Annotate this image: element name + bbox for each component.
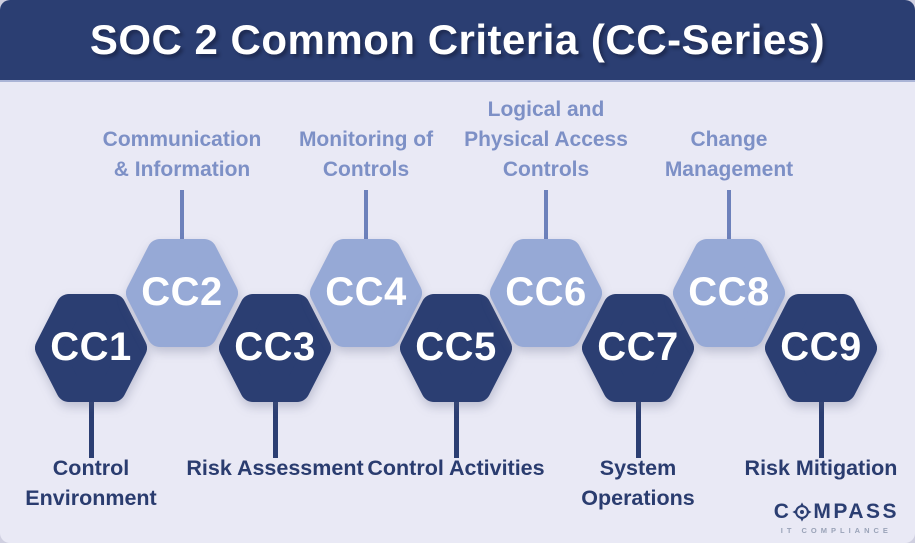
hexagon-shape	[310, 239, 422, 347]
compass-it-compliance-logo: C MPASS IT COMPLIANCE	[774, 500, 899, 535]
connector-line-cc5	[454, 400, 459, 458]
hexagon-cc3: CC3	[218, 293, 332, 403]
connector-line-cc4	[364, 190, 368, 244]
connector-line-cc6	[544, 190, 548, 244]
criteria-label-cc4: Monitoring of Controls	[298, 128, 434, 181]
hexagon-label-cc1: CC1	[50, 324, 132, 369]
hexagon-shape	[400, 294, 512, 402]
criteria-label-cc3: Risk Assessment	[186, 456, 364, 480]
criteria-label-cc7: System Operations	[581, 456, 695, 510]
logo-wordmark: C MPASS	[774, 500, 899, 524]
criteria-label-cc1: Control Environment	[25, 456, 157, 510]
hexagon-shape	[673, 239, 785, 347]
header-band: SOC 2 Common Criteria (CC-Series)	[0, 0, 915, 82]
hexagon-shape	[490, 239, 602, 347]
connector-line-cc3	[273, 400, 278, 458]
connector-line-cc2	[180, 190, 184, 244]
criteria-label-cc8: Change Management	[664, 128, 794, 181]
compass-rose-icon	[792, 502, 812, 522]
page-title: SOC 2 Common Criteria (CC-Series)	[89, 16, 826, 63]
hexagon-shape	[219, 294, 331, 402]
hexagon-label-cc4: CC4	[325, 269, 407, 314]
hexagon-label-cc5: CC5	[415, 324, 497, 369]
hexagon-shape	[35, 294, 147, 402]
connector-line-cc1	[89, 400, 94, 458]
hexagon-label-cc2: CC2	[141, 269, 223, 314]
connector-line-cc7	[636, 400, 641, 458]
logo-text-prefix: C	[773, 500, 792, 523]
hexagon-label-cc3: CC3	[234, 324, 316, 369]
logo-subtext: IT COMPLIANCE	[780, 526, 892, 535]
hexagon-cc8: CC8	[672, 238, 786, 348]
hexagon-cc4: CC4	[309, 238, 423, 348]
hexagon-cc5: CC5	[399, 293, 513, 403]
hexagon-label-cc6: CC6	[505, 269, 587, 314]
criteria-label-cc6: Logical and Physical Access Controls	[464, 98, 628, 181]
criteria-label-cc5: Control Activities	[367, 456, 545, 480]
hexagon-label-cc8: CC8	[688, 269, 770, 314]
hexagon-cc9: CC9	[764, 293, 878, 403]
hexagon-cc2: CC2	[125, 238, 239, 348]
hexagon-label-cc7: CC7	[597, 324, 679, 369]
hexagon-shape	[126, 239, 238, 347]
logo-text-suffix: MPASS	[813, 500, 899, 523]
connector-line-cc8	[727, 190, 731, 244]
hexagon-shape	[765, 294, 877, 402]
hexagon-cc1: CC1	[34, 293, 148, 403]
hexagon-label-cc9: CC9	[780, 324, 862, 369]
criteria-label-cc9: Risk Mitigation	[744, 456, 898, 480]
connector-line-cc9	[819, 400, 824, 458]
hexagon-shape	[582, 294, 694, 402]
hexagon-cc7: CC7	[581, 293, 695, 403]
criteria-label-cc2: Communication & Information	[102, 128, 262, 181]
hexagon-cc6: CC6	[489, 238, 603, 348]
